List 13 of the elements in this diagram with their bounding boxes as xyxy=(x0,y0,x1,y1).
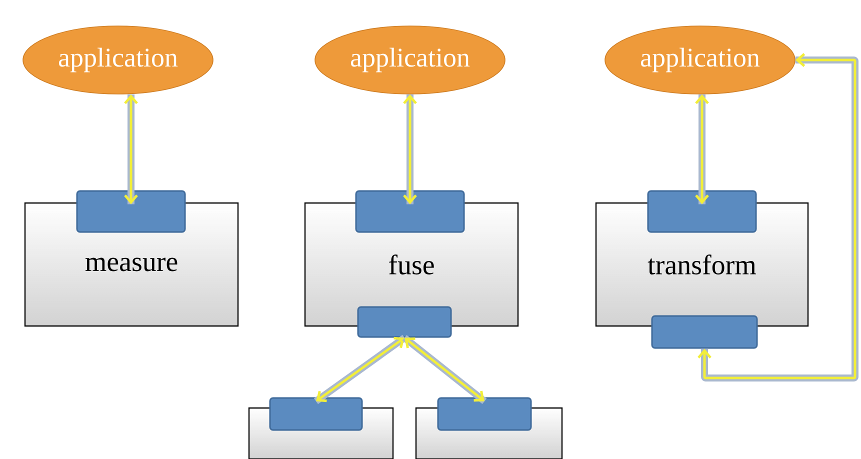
arrow xyxy=(403,94,417,204)
port-tab xyxy=(357,306,452,338)
port-tab xyxy=(269,397,363,431)
arrow xyxy=(402,335,487,404)
port-tab xyxy=(76,190,186,233)
port-tab xyxy=(355,190,465,233)
arrow xyxy=(124,94,138,204)
port-tab xyxy=(647,190,757,233)
port-tab xyxy=(651,315,758,349)
arrow xyxy=(698,53,858,382)
arrow xyxy=(314,334,407,404)
port-tab xyxy=(437,397,532,431)
arrow xyxy=(695,94,709,204)
